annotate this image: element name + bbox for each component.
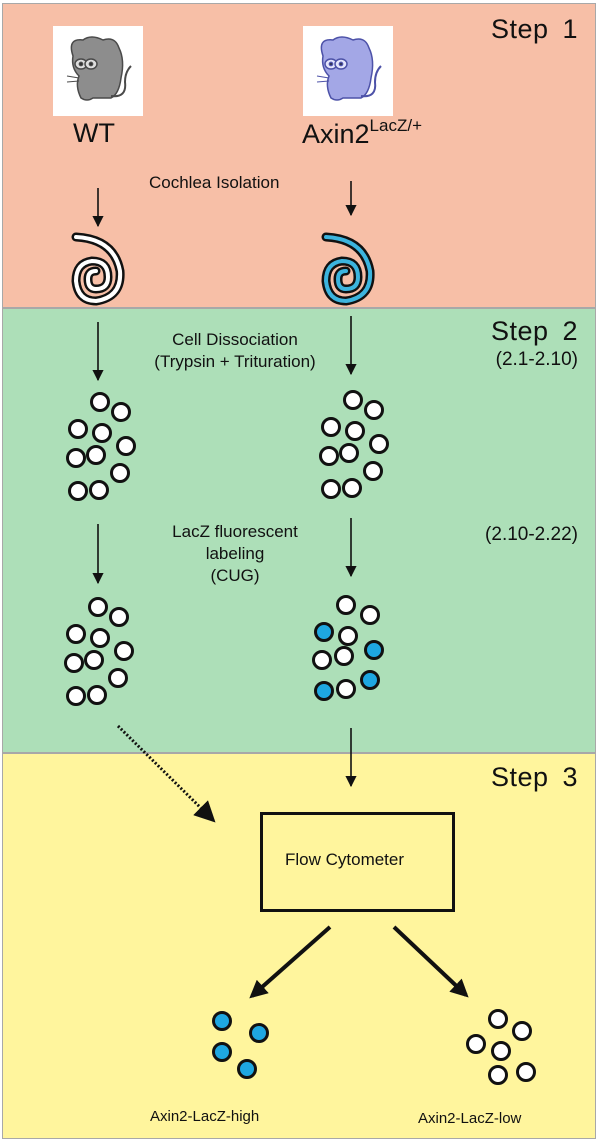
dotted-arrow-wt-to-cytometer — [116, 724, 216, 823]
cluster-sorted-low — [466, 1009, 536, 1085]
lacz-line-3: (CUG) — [210, 566, 260, 585]
labeled-cell — [364, 640, 384, 660]
unlabeled-cell — [66, 448, 86, 468]
unlabeled-cell — [68, 419, 88, 439]
wt-cochlea-icon — [71, 232, 125, 306]
mouse-icon — [316, 36, 382, 101]
step-2-title: Step 2 — [490, 316, 578, 346]
unlabeled-cell — [114, 641, 134, 661]
result-low-label: Axin2-LacZ-low — [418, 1110, 522, 1127]
lacz-line-1: LacZ fluorescent — [172, 522, 298, 541]
unlabeled-cell — [369, 434, 389, 454]
unlabeled-cell — [319, 446, 339, 466]
unlabeled-cell — [345, 421, 365, 441]
unlabeled-cell — [84, 650, 104, 670]
unlabeled-cell — [87, 685, 107, 705]
cluster-axin2-labeled — [312, 595, 384, 701]
unlabeled-cell — [466, 1034, 486, 1054]
unlabeled-cell — [90, 392, 110, 412]
axin2-label: Axin2LacZ/+ — [302, 116, 422, 150]
unlabeled-cell — [336, 679, 356, 699]
flow-cytometer-label: Flow Cytometer — [285, 850, 405, 869]
unlabeled-cell — [86, 445, 106, 465]
axin2-label-main: Axin2 — [302, 119, 370, 149]
lacz-line-2: labeling — [205, 544, 265, 563]
unlabeled-cell — [92, 423, 112, 443]
cell-dissociation-line-1: Cell Dissociation — [172, 330, 298, 349]
axin2-label-superscript: LacZ/+ — [369, 116, 422, 135]
unlabeled-cell — [109, 607, 129, 627]
cell-clusters — [64, 390, 536, 1085]
unlabeled-cell — [64, 653, 84, 673]
unlabeled-cell — [360, 605, 380, 625]
unlabeled-cell — [66, 686, 86, 706]
labeled-cell — [314, 681, 334, 701]
unlabeled-cell — [111, 402, 131, 422]
step-3-title: Step 3 — [490, 762, 578, 792]
unlabeled-cell — [88, 597, 108, 617]
mouse-icon — [66, 36, 132, 101]
arrow-to-low — [392, 925, 469, 998]
labeled-cell — [249, 1023, 269, 1043]
wt-mouse-image — [53, 26, 143, 116]
unlabeled-cell — [336, 595, 356, 615]
cluster-wt-dissociated — [66, 392, 136, 501]
unlabeled-cell — [488, 1009, 508, 1029]
labeled-cell — [314, 622, 334, 642]
unlabeled-cell — [66, 624, 86, 644]
labeled-cell — [212, 1042, 232, 1062]
cluster-wt-labeled — [64, 597, 134, 706]
unlabeled-cell — [334, 646, 354, 666]
unlabeled-cell — [312, 650, 332, 670]
unlabeled-cell — [321, 479, 341, 499]
cell-dissociation-label: Cell Dissociation (Trypsin + Trituration… — [130, 329, 340, 373]
flow-cytometer-box: Flow Cytometer — [260, 812, 455, 912]
result-high-label: Axin2-LacZ-high — [150, 1108, 260, 1125]
unlabeled-cell — [68, 481, 88, 501]
wt-label: WT — [73, 118, 115, 148]
cluster-axin2-dissociated — [319, 390, 389, 499]
unlabeled-cell — [89, 480, 109, 500]
unlabeled-cell — [342, 478, 362, 498]
step-2-panel — [2, 308, 596, 753]
unlabeled-cell — [110, 463, 130, 483]
unlabeled-cell — [512, 1021, 532, 1041]
unlabeled-cell — [491, 1041, 511, 1061]
unlabeled-cell — [108, 668, 128, 688]
unlabeled-cell — [90, 628, 110, 648]
unlabeled-cell — [116, 436, 136, 456]
labeled-cell — [212, 1011, 232, 1031]
unlabeled-cell — [516, 1062, 536, 1082]
unlabeled-cell — [488, 1065, 508, 1085]
unlabeled-cell — [339, 443, 359, 463]
step-1-title: Step 1 — [490, 14, 578, 44]
labeled-cell — [360, 670, 380, 690]
axin2-mouse-image — [303, 26, 393, 116]
step-2-range-2: (2.10-2.22) — [485, 524, 578, 545]
unlabeled-cell — [364, 400, 384, 420]
unlabeled-cell — [321, 417, 341, 437]
unlabeled-cell — [343, 390, 363, 410]
unlabeled-cell — [363, 461, 383, 481]
cell-dissociation-line-2: (Trypsin + Trituration) — [154, 352, 316, 371]
step-2-range-1: (2.1-2.10) — [495, 349, 578, 370]
unlabeled-cell — [338, 626, 358, 646]
arrow-to-high — [249, 925, 332, 999]
cluster-sorted-high — [212, 1011, 269, 1079]
labeled-cell — [237, 1059, 257, 1079]
cochlea-isolation-label: Cochlea Isolation — [149, 173, 280, 192]
axin2-cochlea-icon — [321, 232, 375, 306]
lacz-labeling-label: LacZ fluorescent labeling (CUG) — [140, 521, 330, 587]
